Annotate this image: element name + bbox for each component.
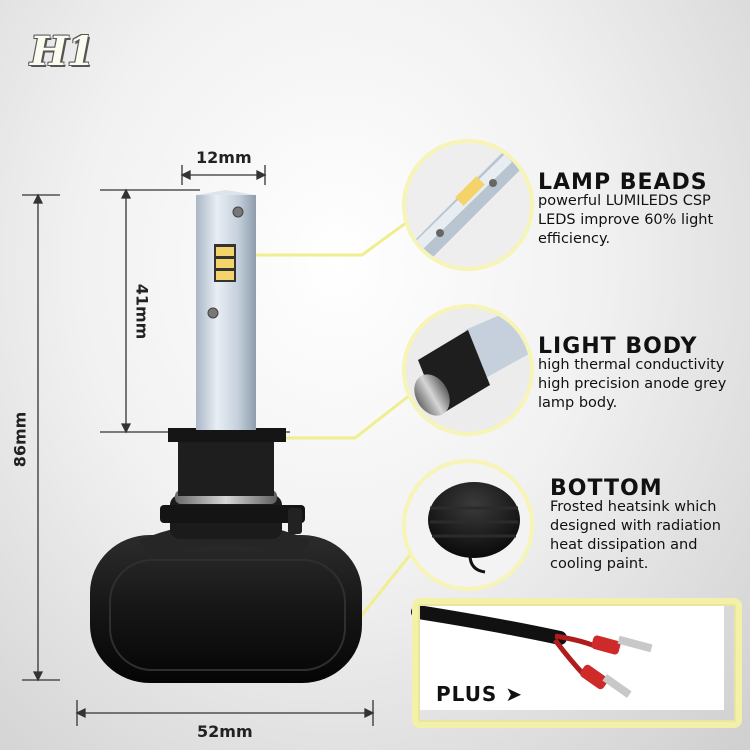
lamp-beads-title: LAMP BEADS	[538, 170, 708, 195]
bottom-width-label: 52mm	[197, 722, 253, 741]
light-body-text: high thermal conductivity high precision…	[538, 357, 727, 411]
lamp-beads-image	[402, 139, 534, 271]
light-body-image	[402, 304, 534, 436]
shaft-height-label: 41mm	[132, 283, 152, 340]
total-height-label: 86mm	[10, 411, 30, 468]
lamp-beads-text: powerful LUMILEDS CSP LEDS improve 60% l…	[538, 193, 714, 247]
bulb-shaft	[196, 190, 256, 430]
bottom-title: BOTTOM	[550, 476, 663, 501]
light-body-title: LIGHT BODY	[538, 334, 698, 359]
bulb-collar	[160, 490, 305, 539]
bottom-text: Frosted heatsink which designed with rad…	[550, 499, 721, 572]
bulb-heatsink	[90, 522, 362, 683]
model-label: H1	[30, 28, 95, 75]
top-width-label: 12mm	[196, 148, 252, 167]
wiring-image	[411, 604, 724, 710]
plus-label: PLUS ➤	[436, 682, 524, 706]
wiring-panel	[412, 598, 742, 728]
bottom-image	[402, 459, 534, 591]
